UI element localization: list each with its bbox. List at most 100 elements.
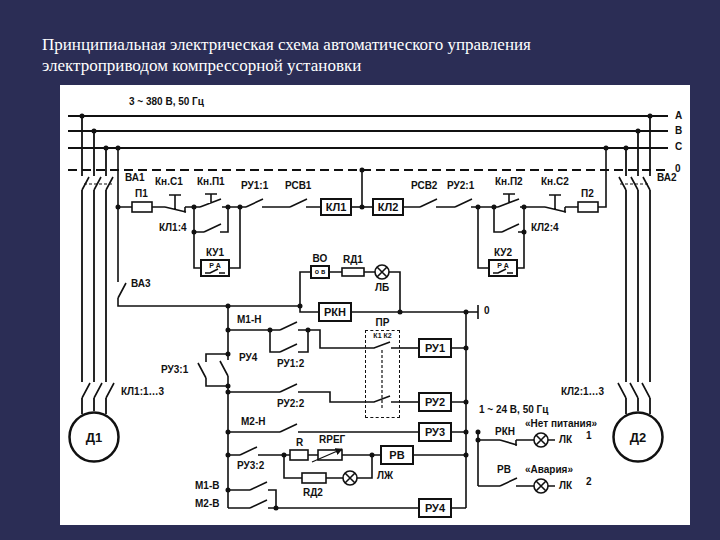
relay-box: РКН bbox=[318, 302, 352, 322]
callout-label: ВА1 bbox=[124, 172, 146, 184]
node-label: РУ4 bbox=[425, 502, 445, 515]
node-label: КЛ2 bbox=[378, 201, 399, 214]
motor-outline bbox=[70, 413, 119, 462]
callout-label: М2-В bbox=[194, 498, 220, 510]
switch-box: ПРК1 К2 bbox=[365, 330, 400, 418]
callout-label: «Нет питания» bbox=[524, 418, 598, 430]
node-label: РКН bbox=[324, 306, 346, 319]
power-wire bbox=[82, 116, 650, 414]
callout-label: М1-Н bbox=[236, 314, 262, 326]
node-label: РУ1 bbox=[425, 342, 445, 355]
callout-label: РУ1:2 bbox=[276, 358, 305, 370]
relay-box: ВОо в bbox=[310, 265, 330, 279]
callout-label: РСВ2 bbox=[410, 180, 438, 192]
phase-bus bbox=[68, 116, 668, 148]
node-label: Р А bbox=[497, 262, 509, 270]
callout-label: RД2 bbox=[302, 487, 324, 499]
callout-label: КЛ1:4 bbox=[158, 222, 188, 234]
callout-label: РУ1:1 bbox=[240, 180, 269, 192]
relay-box: КЛ1 bbox=[320, 198, 352, 216]
callout-label: «Авария» bbox=[524, 464, 574, 476]
fuse-symbol bbox=[578, 202, 598, 212]
relay-box: РУ2 bbox=[418, 392, 452, 412]
node-label: Д1 bbox=[86, 430, 103, 445]
callout-label: РУ3:1 bbox=[160, 364, 189, 376]
motor-circle: Д2 bbox=[612, 411, 664, 463]
slide-title: Принципиальная электрическая схема автом… bbox=[42, 34, 612, 76]
node-heading: ВО bbox=[312, 253, 329, 265]
callout-label: RД1 bbox=[342, 254, 364, 266]
callout-label: 0 bbox=[483, 305, 491, 317]
wire-connector bbox=[400, 347, 418, 349]
callout-label: П2 bbox=[580, 188, 595, 200]
motor-outline bbox=[614, 413, 663, 462]
callout-label: ЛБ bbox=[374, 282, 390, 294]
callout-label: РВ bbox=[496, 464, 512, 476]
relay-box: КУ1Р А bbox=[200, 259, 230, 277]
resistor-symbol bbox=[290, 450, 308, 460]
relay-box: РУ1 bbox=[418, 338, 452, 358]
node-label: РВ bbox=[389, 449, 404, 462]
callout-label: B bbox=[674, 125, 683, 137]
callout-label: 1 bbox=[585, 430, 593, 442]
relay-box: КУ2Р А bbox=[488, 259, 518, 277]
callout-label: R bbox=[295, 437, 304, 449]
node-label: РУ3 bbox=[425, 426, 445, 439]
relay-box: КЛ2 bbox=[372, 198, 404, 216]
node-label: РУ2 bbox=[425, 396, 445, 409]
wire-connector bbox=[352, 206, 372, 208]
callout-label: 1 ~ 24 В, 50 Гц bbox=[478, 404, 549, 416]
callout-label: Кн.П2 bbox=[494, 176, 524, 188]
schematic-panel bbox=[60, 85, 690, 525]
callout-label: 3 ~ 380 В, 50 Гц bbox=[128, 96, 205, 108]
neutral-bus bbox=[68, 169, 668, 171]
callout-label: РКН bbox=[494, 426, 516, 438]
callout-label: РУ2:2 bbox=[276, 398, 305, 410]
callout-label: ВА2 bbox=[656, 172, 678, 184]
node-label: Д2 bbox=[630, 430, 647, 445]
node-label: о в bbox=[315, 268, 326, 276]
callout-label: ЛЖ bbox=[376, 470, 394, 482]
callout-label: М1-В bbox=[194, 480, 220, 492]
resistor-symbol bbox=[302, 473, 326, 483]
callout-label: Кн.П1 bbox=[196, 176, 226, 188]
control-wire bbox=[118, 148, 606, 508]
callout-label: М2-Н bbox=[240, 416, 266, 428]
fuse-symbol bbox=[132, 202, 152, 212]
node-label: Р А bbox=[209, 262, 221, 270]
adjust-arrow bbox=[312, 449, 342, 462]
callout-label: RРЕГ bbox=[318, 434, 346, 446]
callout-label: П1 bbox=[134, 188, 149, 200]
mechanical-link bbox=[84, 184, 648, 410]
callout-label: A bbox=[674, 110, 683, 122]
node-heading: КУ1 bbox=[205, 247, 225, 259]
junction-dot bbox=[82, 116, 650, 508]
callout-label: ВА3 bbox=[130, 278, 152, 290]
callout-label: РУ3:2 bbox=[236, 460, 265, 472]
resistor-symbol bbox=[318, 450, 342, 460]
contact-symbol bbox=[82, 177, 650, 508]
callout-label: РУ4 bbox=[238, 352, 258, 364]
relay-box: РУ4 bbox=[418, 498, 452, 518]
callout-label: КЛ1:1…3 bbox=[120, 386, 165, 398]
relay-box: РУ3 bbox=[418, 422, 452, 442]
callout-label: ЛК bbox=[558, 480, 573, 492]
callout-label: 2 bbox=[585, 476, 593, 488]
node-heading: ПР bbox=[375, 317, 391, 329]
motor-circle: Д1 bbox=[68, 411, 120, 463]
callout-label: РСВ1 bbox=[284, 180, 312, 192]
callout-label: Кн.С1 bbox=[154, 176, 184, 188]
node-heading: КУ2 bbox=[493, 247, 513, 259]
callout-label: РУ2:1 bbox=[446, 180, 475, 192]
callout-label: Кн.С2 bbox=[540, 176, 570, 188]
node-label: К1 К2 bbox=[373, 332, 391, 340]
callout-label: ЛК bbox=[558, 434, 573, 446]
callout-label: C bbox=[674, 141, 683, 153]
node-label: КЛ1 bbox=[326, 201, 347, 214]
resistor-symbol bbox=[342, 268, 364, 276]
callout-label: КЛ2:4 bbox=[530, 222, 560, 234]
callout-label: КЛ2:1…3 bbox=[560, 386, 605, 398]
relay-box: РВ bbox=[380, 445, 414, 465]
